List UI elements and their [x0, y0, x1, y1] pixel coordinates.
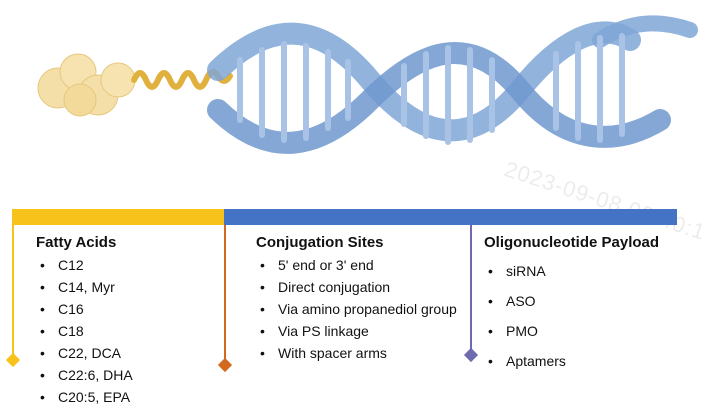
- list-item-label: 5' end or 3' end: [278, 257, 374, 273]
- list-item: • Via amino propanediol group: [256, 299, 457, 321]
- list-item: • C16: [36, 299, 133, 321]
- conjugation-sites-line: [224, 225, 226, 363]
- lipid-oligo-illustration: [37, 15, 698, 154]
- list-item-label: C22:6, DHA: [58, 367, 133, 383]
- list-item-label: siRNA: [506, 263, 546, 279]
- list-item-label: C22, DCA: [58, 345, 122, 361]
- payload-column: Oligonucleotide Payload • siRNA • ASO • PMO…: [484, 234, 659, 381]
- list-item-label: PMO: [506, 323, 538, 339]
- list-item: • C22:6, DHA: [36, 365, 133, 387]
- bullet: •: [260, 323, 265, 339]
- list-item: • 5' end or 3' end: [256, 255, 457, 277]
- bullet: •: [260, 279, 265, 295]
- list-item: • C20:5, EPA: [36, 387, 133, 409]
- bullet: •: [40, 323, 45, 339]
- list-item: • siRNA: [484, 261, 659, 291]
- conjugation-sites-column: Conjugation Sites • 5' end or 3' end • Dir…: [256, 234, 457, 365]
- list-item-label: C20:5, EPA: [58, 389, 131, 405]
- list-item-label: Via PS linkage: [278, 323, 369, 339]
- bullet: •: [488, 263, 493, 279]
- list-item: • C18: [36, 321, 133, 343]
- list-item-label: C12: [58, 257, 84, 273]
- list-item: • Via PS linkage: [256, 321, 457, 343]
- list-item-label: ASO: [506, 293, 536, 309]
- fatty-acids-line: [12, 225, 14, 358]
- fatty-acids-title: Fatty Acids: [36, 234, 117, 251]
- dna-double-helix-icon: [207, 15, 698, 154]
- bullet: •: [40, 389, 45, 405]
- bullet: •: [260, 301, 265, 317]
- bullet: •: [260, 345, 265, 361]
- list-item-label: C16: [58, 301, 84, 317]
- list-item: • C14, Myr: [36, 277, 133, 299]
- list-item-label: With spacer arms: [278, 345, 387, 361]
- list-item-label: C14, Myr: [58, 279, 115, 295]
- fatty-acids-column: Fatty Acids • C12 • C14, Myr • C16 • C18 • C2…: [36, 234, 133, 409]
- lipid-head-icon: [37, 53, 136, 117]
- fatty-acids-diamond-icon: [5, 352, 21, 368]
- conjugation-sites-title: Conjugation Sites: [256, 234, 384, 251]
- list-item: • ASO: [484, 291, 659, 321]
- payload-title: Oligonucleotide Payload: [484, 234, 660, 251]
- fatty-acids-bar: [12, 209, 224, 225]
- list-item: • C12: [36, 255, 133, 277]
- bullet: •: [260, 257, 265, 273]
- list-item: • C22, DCA: [36, 343, 133, 365]
- payload-line: [470, 225, 472, 353]
- oligonucleotide-bar: [224, 209, 677, 225]
- bullet: •: [40, 257, 45, 273]
- bullet: •: [488, 293, 493, 309]
- list-item: • Direct conjugation: [256, 277, 457, 299]
- bullet: •: [40, 279, 45, 295]
- bullet: •: [488, 323, 493, 339]
- list-item-label: Aptamers: [506, 353, 566, 369]
- bullet: •: [40, 367, 45, 383]
- bullet: •: [40, 345, 45, 361]
- list-item-label: C18: [58, 323, 84, 339]
- conjugation-sites-diamond-icon: [217, 357, 233, 373]
- payload-diamond-icon: [463, 347, 479, 363]
- list-item-label: Direct conjugation: [278, 279, 391, 295]
- list-item: • With spacer arms: [256, 343, 457, 365]
- list-item: • Aptamers: [484, 351, 659, 381]
- bullet: •: [40, 301, 45, 317]
- list-item: • PMO: [484, 321, 659, 351]
- bullet: •: [488, 353, 493, 369]
- list-item-label: Via amino propanediol group: [278, 301, 457, 317]
